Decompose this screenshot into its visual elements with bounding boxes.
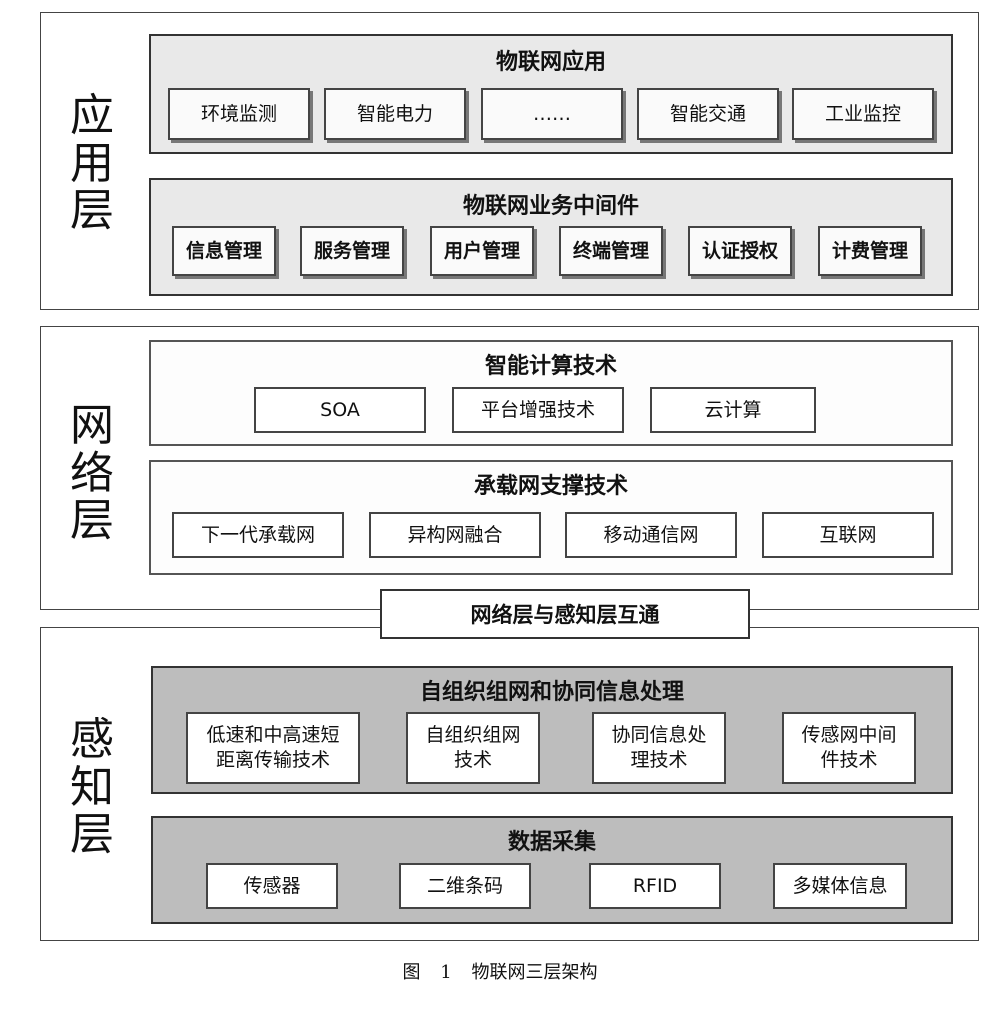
iot-applications-title: 物联网应用 bbox=[495, 50, 606, 75]
carrier-item-internet: 互联网 bbox=[762, 512, 934, 558]
middleware-item-information-mgmt: 信息管理 bbox=[172, 226, 276, 276]
figure-caption: 图 1 物联网三层架构 bbox=[402, 962, 598, 983]
computing-item-cloud-computing: 云计算 bbox=[650, 387, 816, 433]
carrier-item-heterogeneous-fusion: 异构网融合 bbox=[369, 512, 541, 558]
perception-layer-label: 感 知 层 bbox=[70, 714, 114, 861]
middleware-item-authentication: 认证授权 bbox=[688, 226, 792, 276]
middleware-item-user-mgmt: 用户管理 bbox=[430, 226, 534, 276]
middleware-item-billing-mgmt: 计费管理 bbox=[818, 226, 922, 276]
smart-computing-title: 智能计算技术 bbox=[484, 354, 617, 379]
computing-item-platform-enhancement: 平台增强技术 bbox=[452, 387, 624, 433]
self-org-item-collaborative-processing: 协同信息处 理技术 bbox=[592, 712, 726, 784]
carrier-item-next-gen-network: 下一代承载网 bbox=[172, 512, 344, 558]
app-item-smart-traffic: 智能交通 bbox=[637, 88, 779, 140]
self-org-item-short-range-transmission: 低速和中高速短 距离传输技术 bbox=[186, 712, 360, 784]
app-item-environment-monitoring: 环境监测 bbox=[168, 88, 310, 140]
middleware-item-terminal-mgmt: 终端管理 bbox=[559, 226, 663, 276]
middleware-title: 物联网业务中间件 bbox=[462, 194, 639, 219]
network-perception-bridge: 网络层与感知层互通 bbox=[380, 589, 750, 639]
collection-item-sensor: 传感器 bbox=[206, 863, 338, 909]
collection-item-multimedia: 多媒体信息 bbox=[773, 863, 907, 909]
application-layer-label: 应 用 层 bbox=[70, 90, 114, 237]
network-layer-label: 网 络 层 bbox=[70, 400, 114, 547]
app-item-smart-power: 智能电力 bbox=[324, 88, 466, 140]
carrier-support-title: 承载网支撑技术 bbox=[473, 474, 628, 499]
middleware-item-service-mgmt: 服务管理 bbox=[300, 226, 404, 276]
self-org-item-sensor-middleware: 传感网中间 件技术 bbox=[782, 712, 916, 784]
computing-item-soa: SOA bbox=[254, 387, 426, 433]
middleware-panel: 物联网业务中间件 bbox=[149, 178, 953, 296]
self-organizing-title: 自组织组网和协同信息处理 bbox=[419, 680, 684, 705]
carrier-item-mobile-network: 移动通信网 bbox=[565, 512, 737, 558]
collection-item-qr-code: 二维条码 bbox=[399, 863, 531, 909]
app-item-industrial-monitoring: 工业监控 bbox=[792, 88, 934, 140]
app-item-ellipsis: …… bbox=[481, 88, 623, 140]
data-collection-title: 数据采集 bbox=[507, 830, 596, 855]
self-org-item-networking-tech: 自组织组网 技术 bbox=[406, 712, 540, 784]
collection-item-rfid: RFID bbox=[589, 863, 721, 909]
